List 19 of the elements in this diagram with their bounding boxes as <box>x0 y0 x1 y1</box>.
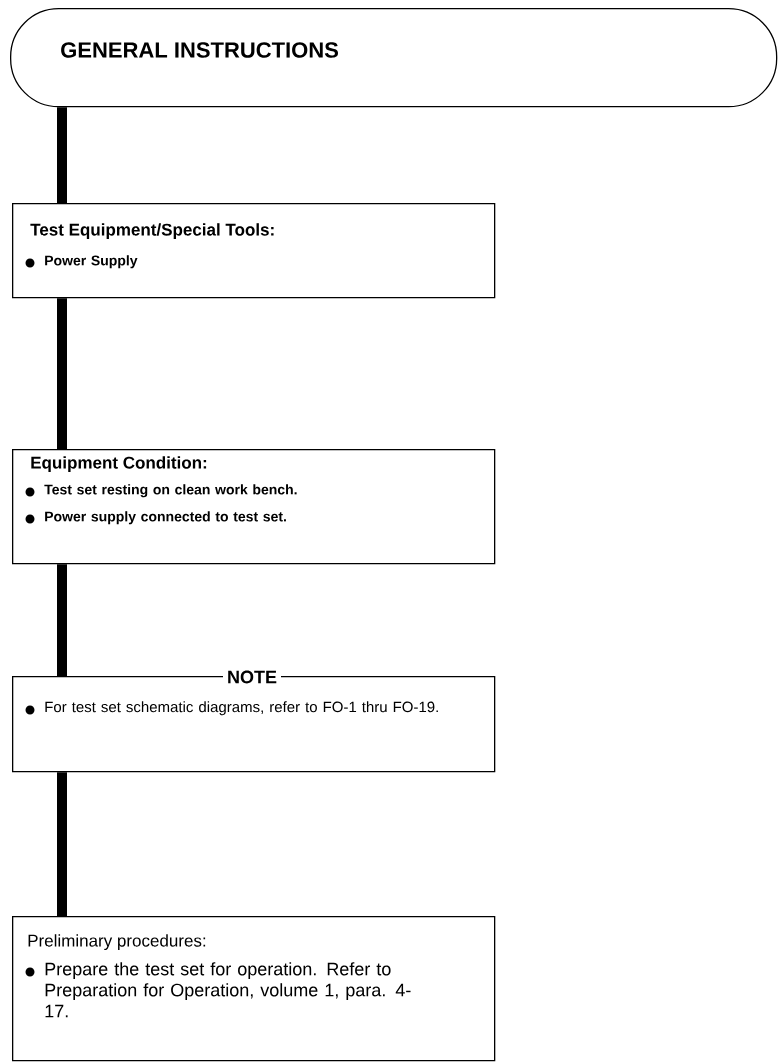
connector-line <box>57 107 67 203</box>
note-box <box>12 669 496 773</box>
connector-line <box>57 298 67 449</box>
heading: Preliminary procedures: <box>28 934 206 951</box>
process-box <box>12 916 496 1062</box>
bullet-item: Power supply connected to test set. <box>45 511 286 525</box>
heading: GENERAL INSTRUCTIONS <box>61 42 338 58</box>
process-box <box>12 449 496 565</box>
note-heading: NOTE <box>223 669 281 685</box>
title-banner <box>10 8 778 108</box>
connector-line <box>57 772 67 916</box>
bullet-item: Prepare the test set for operation. Refer to Preparation for Operation, volume 1, para. 4-17. <box>45 962 411 1018</box>
heading: Test Equipment/Special Tools: <box>30 223 274 240</box>
connector-line <box>57 564 67 676</box>
process-box <box>12 203 496 299</box>
heading: Equipment Condition: <box>31 456 207 473</box>
bullet-item: Test set resting on clean work bench. <box>44 484 297 498</box>
bullet-item: For test set schematic diagrams, refer to FO-1 thru FO-19. <box>45 701 438 716</box>
bullet-item: Power Supply <box>45 255 138 269</box>
